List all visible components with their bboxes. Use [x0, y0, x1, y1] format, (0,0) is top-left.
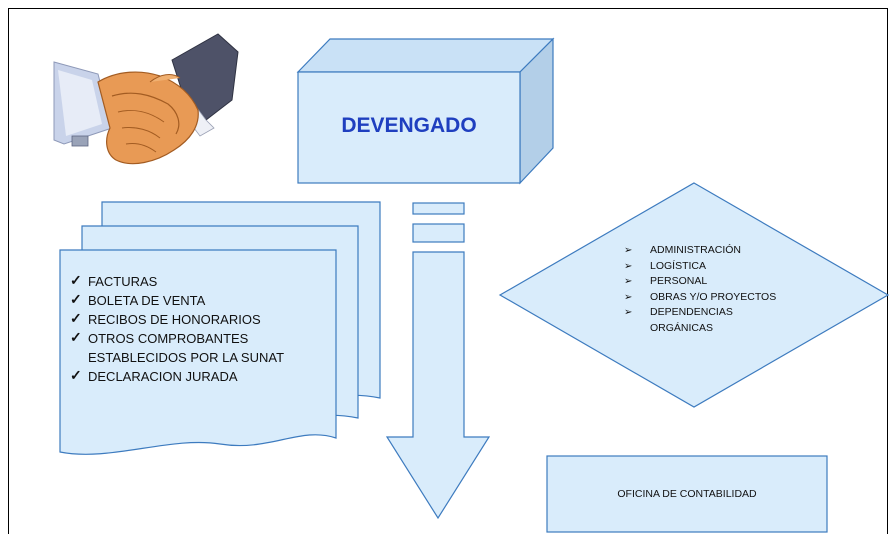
list-item: ➢ DEPENDENCIAS ORGÁNICAS	[622, 305, 782, 336]
departments-diamond	[498, 182, 890, 408]
document-label: RECIBOS DE HONORARIOS	[88, 312, 261, 327]
document-label: BOLETA DE VENTA	[88, 293, 206, 308]
document-label: FACTURAS	[88, 274, 158, 289]
list-item: ➢ ADMINISTRACIÓN	[622, 243, 782, 259]
document-label: OTROS COMPROBANTES ESTABLECIDOS POR LA S…	[88, 331, 285, 365]
check-icon: ✓	[70, 329, 82, 345]
down-arrow	[385, 202, 491, 520]
list-item: ✓ BOLETA DE VENTA	[70, 291, 340, 310]
list-item: ✓ OTROS COMPROBANTES ESTABLECIDOS POR LA …	[70, 329, 340, 367]
list-item: ✓ DECLARACION JURADA	[70, 367, 340, 386]
page-frame	[8, 8, 888, 534]
department-label: DEPENDENCIAS ORGÁNICAS	[650, 306, 733, 334]
list-item: ➢ OBRAS Y/O PROYECTOS	[622, 290, 782, 306]
department-label: ADMINISTRACIÓN	[650, 244, 742, 256]
list-item: ✓ FACTURAS	[70, 272, 340, 291]
list-item: ➢ PERSONAL	[622, 274, 782, 290]
arrow-bullet-icon: ➢	[624, 307, 633, 318]
documents-list: ✓ FACTURAS ✓ BOLETA DE VENTA ✓ RECIBOS DE H…	[70, 272, 340, 386]
devengado-box	[296, 37, 555, 185]
document-label: DECLARACION JURADA	[88, 369, 238, 384]
arrow-bullet-icon: ➢	[624, 276, 633, 287]
office-label: OFICINA DE CONTABILIDAD	[617, 488, 757, 500]
diagram-title: DEVENGADO	[341, 114, 477, 137]
department-label: LOGÍSTICA	[650, 259, 707, 272]
arrow-bullet-icon: ➢	[624, 260, 633, 272]
departments-list: ➢ ADMINISTRACIÓN ➢ LOGÍSTICA ➢ PERSONAL ➢ OB…	[622, 243, 782, 336]
handshake-icon	[53, 33, 239, 165]
department-label: PERSONAL	[650, 275, 708, 287]
department-label: OBRAS Y/O PROYECTOS	[650, 290, 777, 303]
office-box	[546, 455, 828, 533]
check-icon: ✓	[70, 272, 82, 288]
list-item: ✓ RECIBOS DE HONORARIOS	[70, 310, 340, 329]
check-icon: ✓	[70, 291, 82, 307]
list-item: ➢ LOGÍSTICA	[622, 259, 782, 275]
document-stack	[59, 201, 381, 455]
arrow-bullet-icon: ➢	[624, 291, 633, 303]
check-icon: ✓	[70, 310, 82, 326]
check-icon: ✓	[70, 367, 82, 383]
arrow-bullet-icon: ➢	[624, 245, 633, 256]
